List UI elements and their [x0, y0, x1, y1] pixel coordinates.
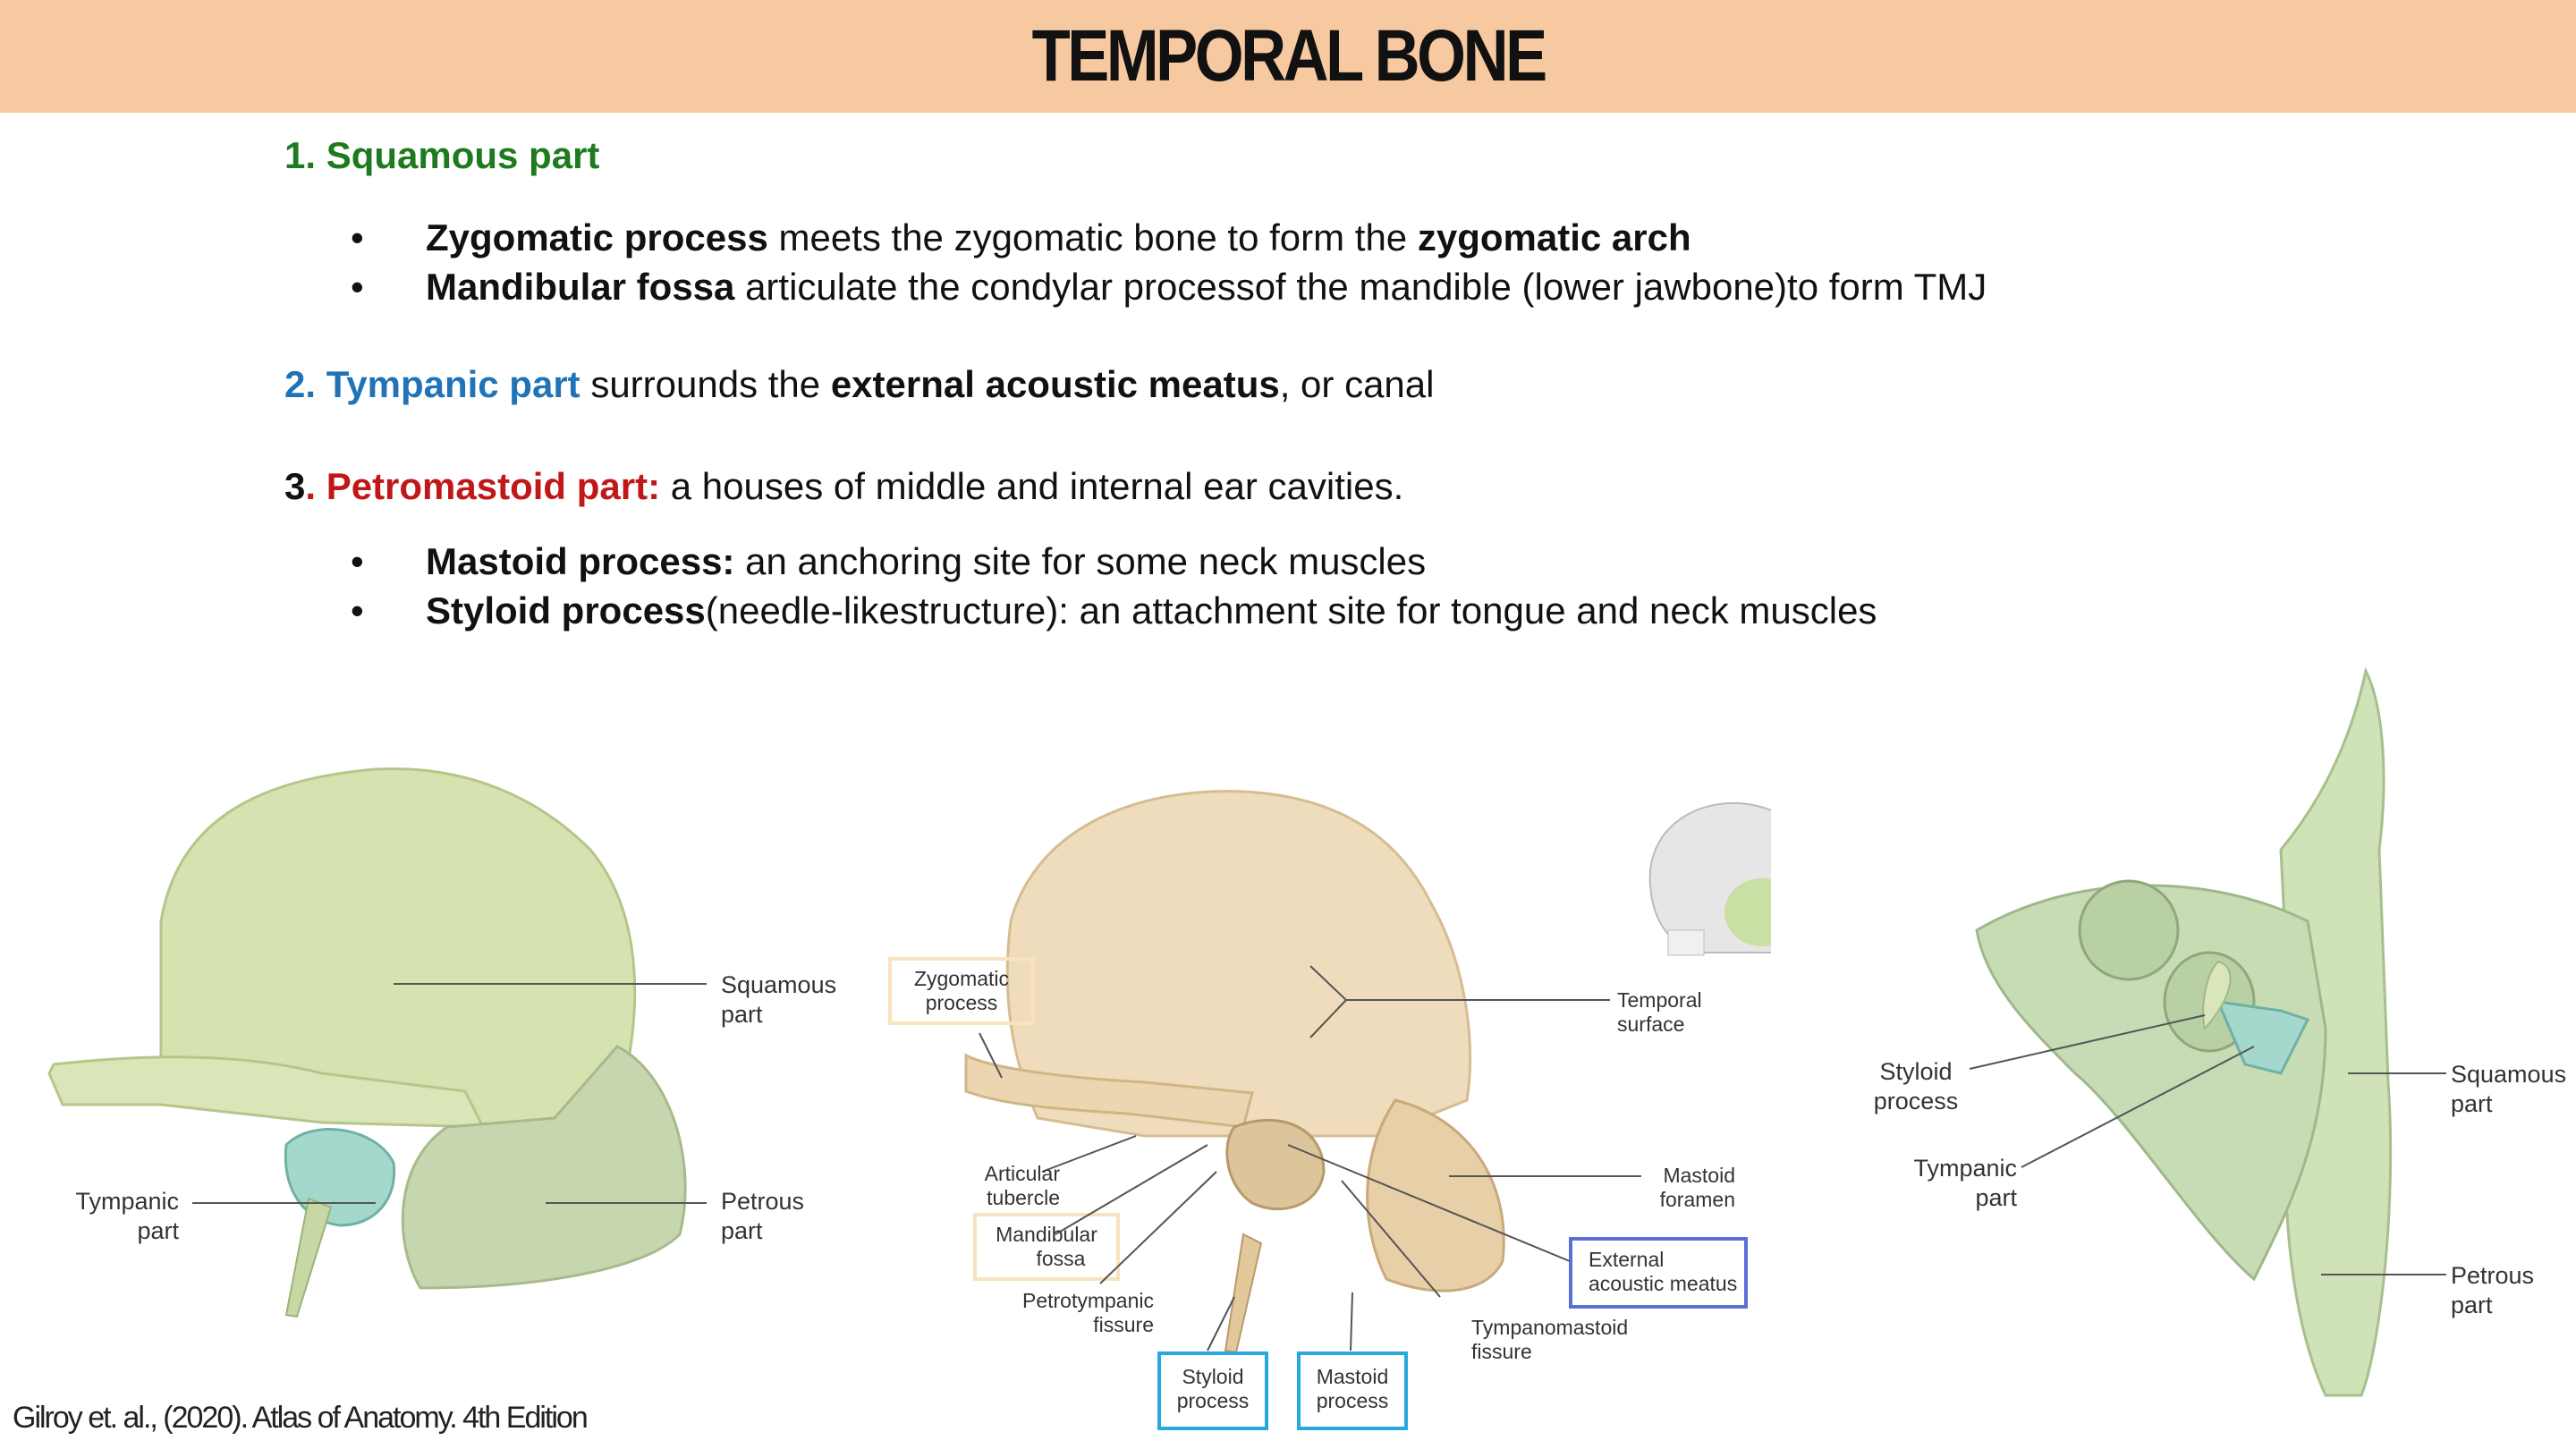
section-petromastoid: 3. Petromastoid part: a houses of middle… — [284, 463, 1403, 510]
petromastoid-number: 3 — [284, 465, 306, 507]
leader-lines-3 — [1969, 1014, 2446, 1275]
squamous-plate-shape — [2279, 666, 2393, 1397]
section-tympanic: 2. Tympanic part surrounds the external … — [284, 361, 1434, 408]
term-mandibular-fossa: Mandibular fossa — [426, 266, 735, 308]
mastoid-bone-shape — [1366, 1098, 1505, 1292]
bullet-dot: • — [351, 266, 364, 308]
tympanic-text: surrounds the — [580, 363, 831, 405]
bullet-zygomatic: • Zygomatic process meets the zygomatic b… — [351, 215, 1691, 261]
meatus-bone-shape — [1225, 1118, 1326, 1211]
title-banner: TEMPORAL BONE — [0, 0, 2576, 113]
tympanic-bone-shape — [284, 1128, 396, 1227]
bullet-text: (needle-likestructure): an attachment si… — [705, 589, 1877, 631]
leader-lines-beige — [979, 965, 1641, 1352]
label-boxes — [888, 957, 1748, 1430]
page-title: TEMPORAL BONE — [1031, 15, 1546, 97]
petromastoid-text: a houses of middle and internal ear cavi… — [660, 465, 1404, 507]
petromastoid-heading: . Petromastoid part: — [305, 465, 661, 507]
styloid-bone-shape-beige — [1224, 1233, 1263, 1354]
bullet-dot: • — [351, 540, 364, 582]
term-zygomatic-process: Zygomatic process — [426, 216, 768, 258]
bullet-dot: • — [351, 589, 364, 631]
skull-thumbnail — [1648, 801, 1771, 956]
term-mastoid-process: Mastoid process: — [426, 540, 735, 582]
leader-lines — [192, 983, 707, 1204]
term-external-acoustic-meatus: external acoustic meatus — [830, 363, 1280, 405]
tympanic-heading: 2. Tympanic part — [284, 363, 580, 405]
bullet-styloid: • Styloid process(needle-likestructure): … — [351, 588, 1877, 634]
petrous-bone-shape — [401, 1045, 687, 1290]
citation: Gilroy et. al., (2020). Atlas of Anatomy… — [13, 1401, 589, 1435]
squamous-bone-shape — [47, 767, 637, 1129]
bullet-text: articulate the condylar processof the ma… — [734, 266, 1987, 308]
term-styloid-process: Styloid process — [426, 589, 706, 631]
canal-opening-1 — [2078, 879, 2180, 981]
term-zygomatic-arch: zygomatic arch — [1417, 216, 1691, 258]
squamous-heading: 1. Squamous part — [284, 134, 600, 176]
bullet-text: meets the zygomatic bone to form the — [767, 216, 1418, 258]
styloid-bone-shape — [284, 1197, 333, 1318]
tympanic-text-end: , or canal — [1279, 363, 1435, 405]
bullet-mandibular: • Mandibular fossa articulate the condyla… — [351, 264, 1987, 310]
styloid-shape-3 — [2202, 960, 2232, 1031]
bullet-text: an anchoring site for some neck muscles — [734, 540, 1427, 582]
section-squamous-heading: 1. Squamous part — [284, 132, 599, 179]
bullet-mastoid: • Mastoid process: an anchoring site for … — [351, 538, 1426, 585]
bullet-dot: • — [351, 216, 364, 258]
zygomatic-process-shape — [964, 1053, 1254, 1129]
